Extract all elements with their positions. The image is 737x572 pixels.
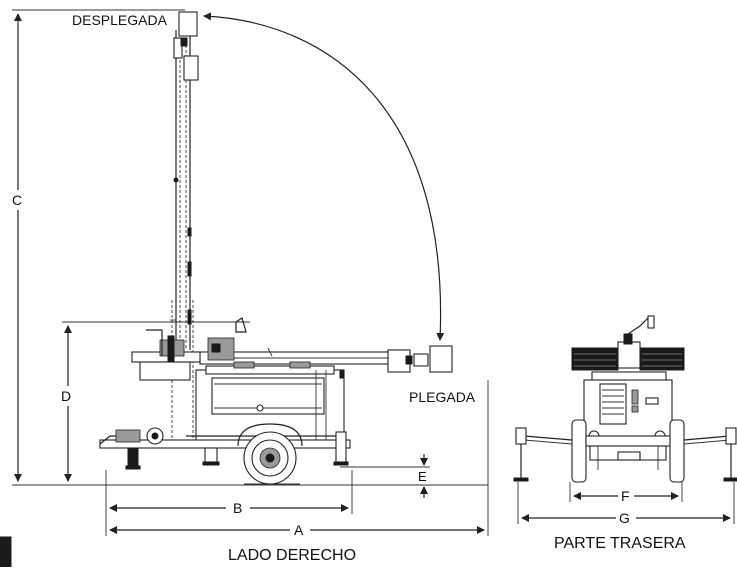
rear-lamp-right [639,347,685,371]
dimension-c-label: C [12,192,22,208]
dimension-b-label: B [233,500,242,516]
dimension-e-label: E [418,469,427,484]
dimension-a: A [109,380,489,538]
trailer-side-view [99,317,453,485]
right-side-caption: LADO DERECHO [228,547,356,564]
mast-deployed [170,11,199,440]
dimension-g: G [517,482,735,526]
rear-caption: PARTE TRASERA [554,535,686,552]
dimension-d-label: D [61,388,71,404]
rear-lamp-left [571,347,619,371]
rear-wheel-right [669,419,685,483]
dimension-f-label: F [621,488,630,504]
fold-arc-arrow [203,12,445,341]
dimension-a-label: A [294,522,304,538]
dimension-f: F [569,482,683,504]
rear-body [583,379,673,437]
stowed-label: PLEGADA [409,389,476,405]
dimension-c: C [12,9,488,486]
page-corner-tab [0,536,12,568]
deployed-label: DESPLEGADA [72,12,168,28]
dimension-b: B [105,470,353,536]
dimension-g-label: G [619,510,630,526]
trailer-rear-view [513,315,737,483]
dimension-e: E [340,454,430,498]
rear-wheel-left [571,419,587,483]
